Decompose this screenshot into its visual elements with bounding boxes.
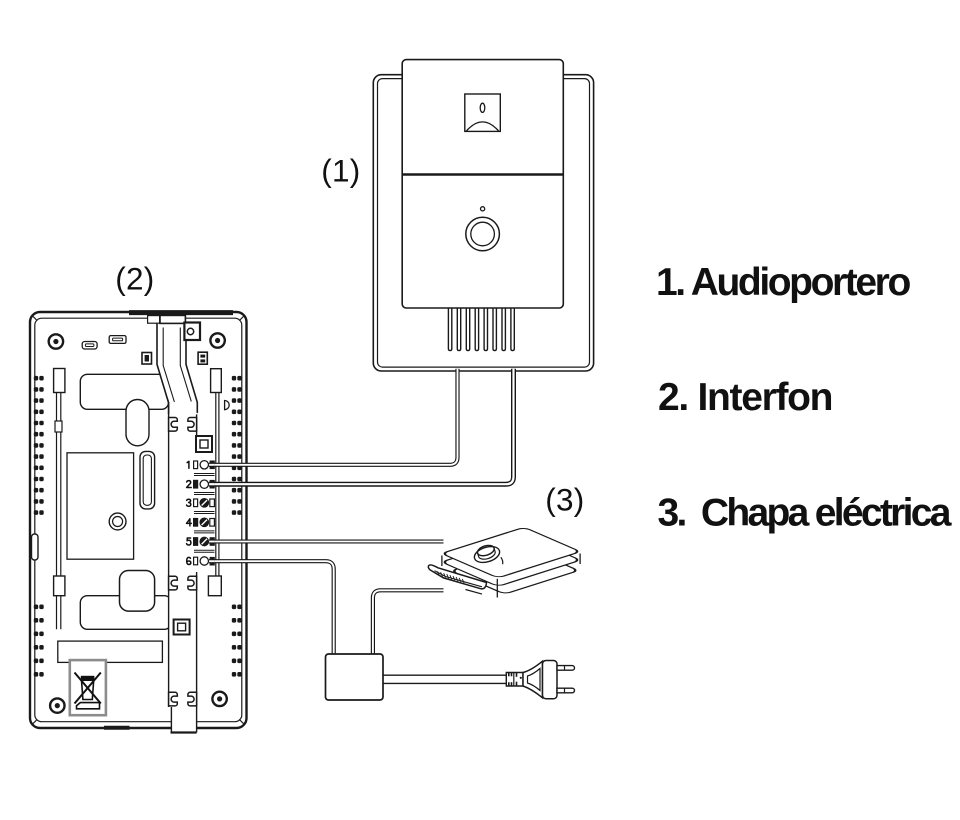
svg-text:(1): (1): [321, 152, 360, 188]
svg-text:(3): (3): [545, 482, 584, 518]
svg-text:2. Interfon: 2. Interfon: [658, 376, 832, 419]
svg-text:1. Audioportero: 1. Audioportero: [656, 261, 910, 304]
svg-text:3. Chapa eléctrica: 3. Chapa eléctrica: [658, 492, 952, 535]
svg-text:(2): (2): [115, 260, 154, 296]
